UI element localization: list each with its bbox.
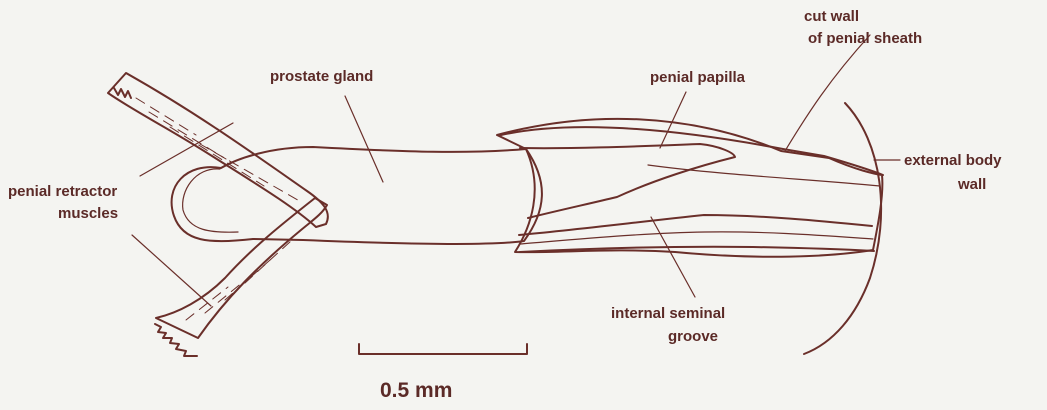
scale-bar-label: 0.5 mm bbox=[380, 379, 452, 402]
labels: cut wall of penial sheath penial papilla… bbox=[8, 8, 1002, 402]
penial-retractor-muscle-upper bbox=[108, 73, 328, 227]
label-retractor-line-2: muscles bbox=[58, 205, 118, 222]
leader-cut-wall bbox=[785, 35, 870, 151]
label-prostate-gland: prostate gland bbox=[270, 68, 373, 85]
leader-retractor-lower bbox=[132, 235, 211, 306]
label-internal-seminal-line-2: groove bbox=[668, 328, 718, 345]
label-external-body-line-1: external body bbox=[904, 152, 1002, 169]
label-penial-papilla: penial papilla bbox=[650, 69, 746, 86]
penial-sheath-shape bbox=[497, 119, 883, 257]
leader-prostate-gland bbox=[345, 96, 383, 182]
label-retractor-line-1: penial retractor bbox=[8, 183, 117, 200]
leader-penial-papilla bbox=[660, 92, 686, 148]
external-body-wall-line bbox=[804, 103, 881, 354]
label-external-body-line-2: wall bbox=[957, 176, 986, 193]
prostate-gland-shape bbox=[172, 147, 542, 244]
label-cut-wall-line-2: of penial sheath bbox=[808, 30, 922, 47]
label-internal-seminal-line-1: internal seminal bbox=[611, 305, 725, 322]
scale-bar bbox=[359, 344, 527, 354]
penial-retractor-muscle-lower bbox=[155, 198, 327, 356]
leader-internal-seminal-groove bbox=[651, 217, 695, 297]
label-cut-wall-line-1: cut wall bbox=[804, 8, 859, 25]
